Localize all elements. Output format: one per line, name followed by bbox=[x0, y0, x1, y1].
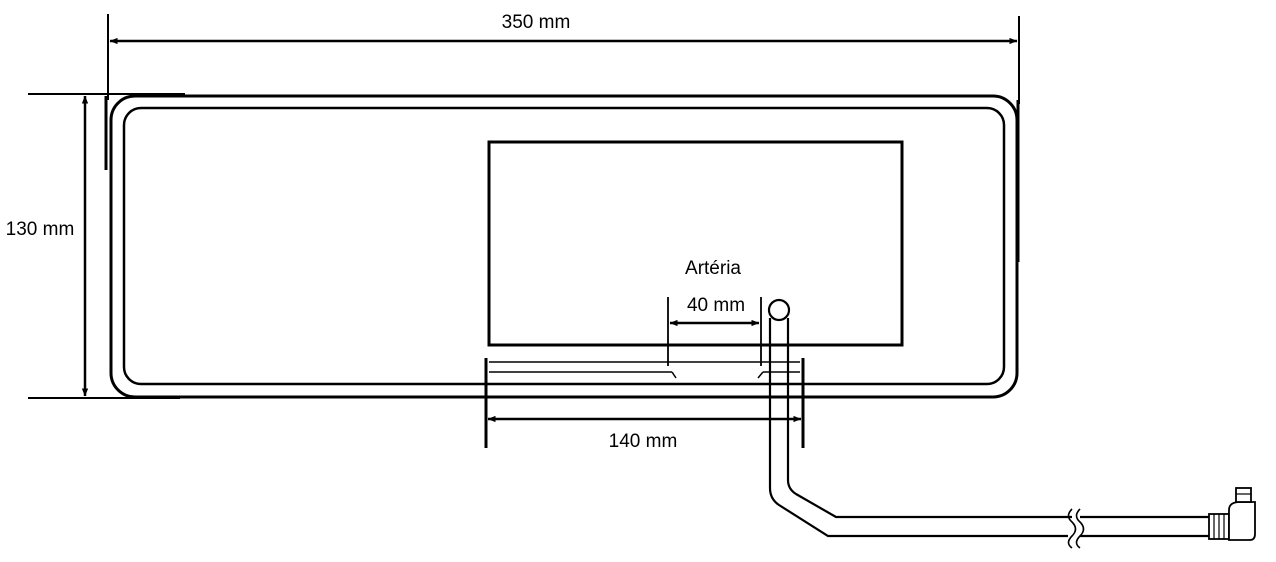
artery-dimension bbox=[667, 297, 762, 366]
tube-break-mark bbox=[1067, 508, 1085, 549]
height-label: 130 mm bbox=[6, 219, 75, 240]
cuff-inner-edge bbox=[122, 106, 1006, 386]
connector-elbow bbox=[1228, 501, 1256, 541]
artery-gap-label: 40 mm bbox=[687, 295, 745, 316]
cuff-outline bbox=[104, 94, 1020, 399]
tube-right-wall bbox=[786, 318, 1072, 519]
bladder-rectangle bbox=[487, 140, 904, 347]
width-dimension bbox=[107, 14, 1020, 104]
bladder-bottom-strip bbox=[489, 361, 800, 379]
artery-label: Artéria bbox=[685, 258, 741, 279]
connector-nozzle bbox=[1235, 487, 1252, 503]
tube-port bbox=[767, 298, 791, 322]
bladder-dimension bbox=[484, 358, 805, 448]
tube-connector bbox=[1208, 487, 1256, 541]
air-tube bbox=[767, 298, 1210, 549]
bladder-label: 140 mm bbox=[609, 431, 678, 452]
height-dimension bbox=[28, 93, 185, 399]
tube-left-wall bbox=[768, 318, 1068, 538]
width-label: 350 mm bbox=[502, 12, 571, 33]
